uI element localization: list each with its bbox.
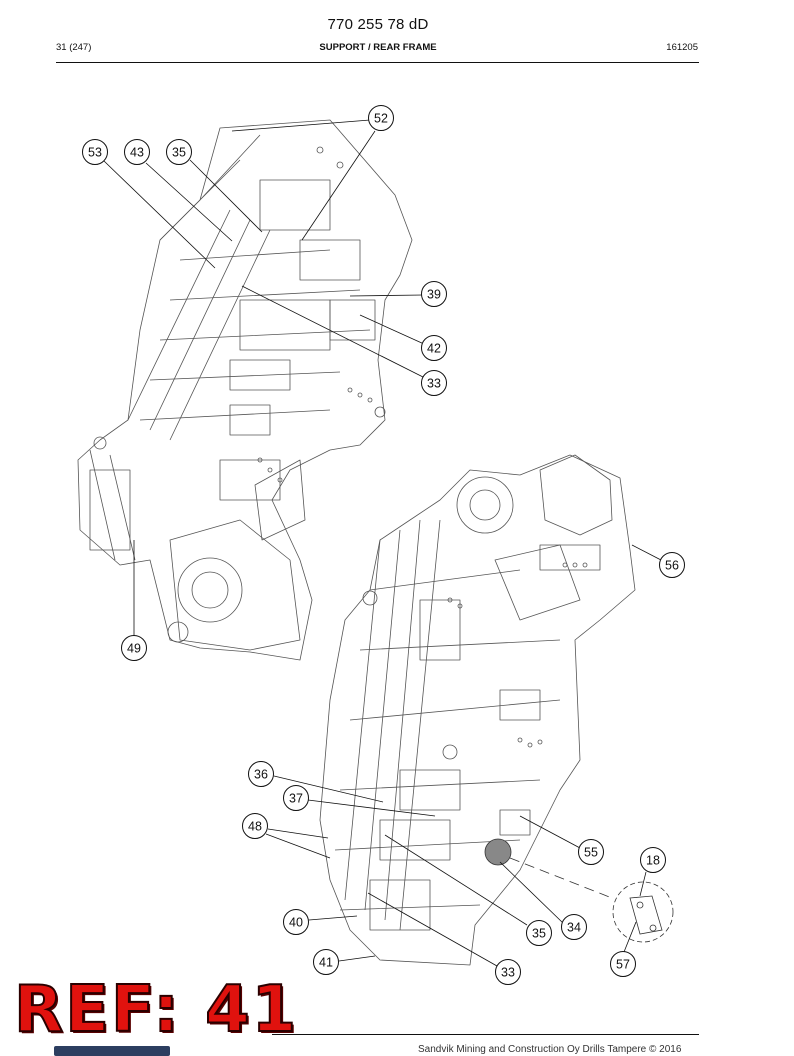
callout-37: 37	[283, 785, 309, 811]
callout-56: 56	[659, 552, 685, 578]
callout-41: 41	[313, 949, 339, 975]
date-code: 161205	[666, 42, 698, 53]
page-title: SUPPORT / REAR FRAME	[319, 42, 437, 53]
page-number: 31 (247)	[56, 42, 92, 53]
svg-text:56: 56	[665, 559, 679, 573]
svg-text:55: 55	[584, 846, 598, 860]
callout-42: 42	[421, 335, 447, 361]
leader-lines	[103, 119, 662, 967]
callout-35-lower: 35	[526, 920, 552, 946]
callout-35-upper: 35	[166, 139, 192, 165]
ref-label: REF: 41	[13, 973, 299, 1047]
lower-frame-assembly	[319, 454, 636, 966]
svg-text:33: 33	[427, 377, 441, 391]
callout-33-upper: 33	[421, 370, 447, 396]
callout-48: 48	[242, 813, 268, 839]
upper-frame-assembly	[77, 119, 413, 661]
callout-40: 40	[283, 909, 309, 935]
callout-33-lower: 33	[495, 959, 521, 985]
shaded-component	[484, 838, 512, 866]
footer-rule	[272, 1034, 699, 1035]
callout-49: 49	[121, 635, 147, 661]
callout-43: 43	[124, 139, 150, 165]
svg-text:18: 18	[646, 854, 660, 868]
svg-text:34: 34	[567, 921, 581, 935]
svg-text:33: 33	[501, 966, 515, 980]
callout-39: 39	[421, 281, 447, 307]
callout-34: 34	[561, 914, 587, 940]
svg-text:43: 43	[130, 146, 144, 160]
callout-52: 52	[368, 105, 394, 131]
svg-text:57: 57	[616, 958, 630, 972]
svg-text:36: 36	[254, 768, 268, 782]
detail-view	[509, 857, 674, 943]
brand-logo	[54, 1046, 170, 1056]
document-number: 770 255 78 dD	[327, 16, 429, 33]
callout-55: 55	[578, 839, 604, 865]
svg-text:37: 37	[289, 792, 303, 806]
svg-text:49: 49	[127, 642, 141, 656]
svg-text:41: 41	[319, 956, 333, 970]
callout-18: 18	[640, 847, 666, 873]
svg-text:40: 40	[289, 916, 303, 930]
svg-text:53: 53	[88, 146, 102, 160]
callout-57: 57	[610, 951, 636, 977]
footer-copyright: Sandvik Mining and Construction Oy Drill…	[418, 1044, 682, 1055]
svg-text:39: 39	[427, 288, 441, 302]
svg-text:35: 35	[532, 927, 546, 941]
header-rule	[56, 62, 699, 63]
svg-text:48: 48	[248, 820, 262, 834]
callout-36: 36	[248, 761, 274, 787]
svg-text:52: 52	[374, 112, 388, 126]
callout-53: 53	[82, 139, 108, 165]
svg-text:42: 42	[427, 342, 441, 356]
svg-text:35: 35	[172, 146, 186, 160]
